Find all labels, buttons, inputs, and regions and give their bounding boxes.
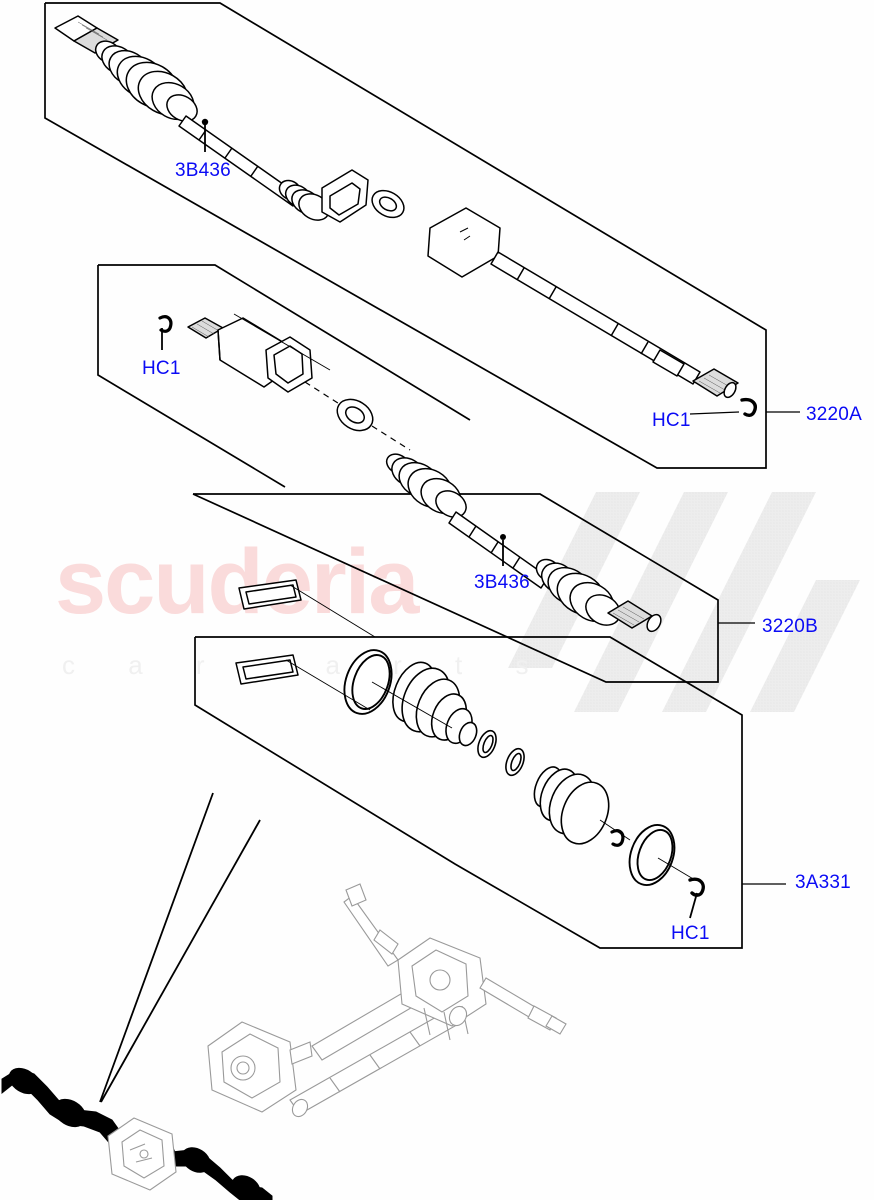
callout-3A331[interactable]: 3A331 (795, 872, 851, 893)
part-cv-boot-small (533, 766, 610, 845)
part-retaining-ring-right (628, 824, 676, 886)
leader-HC1-box4 (689, 892, 698, 919)
part-front-axle-shaft-3220B (385, 453, 662, 633)
part-boot-clamp-1 (238, 579, 302, 610)
group-box-3A331 (194, 636, 743, 949)
part-circlip-HC1-right (740, 397, 757, 417)
leader-3B436-box3 (500, 534, 506, 566)
callout-HC1-box1[interactable]: HC1 (652, 410, 691, 431)
part-washer-small-1 (477, 729, 497, 759)
part-front-axle-shaft-3220A (54, 15, 739, 399)
part-washer-small-2 (505, 747, 525, 777)
callout-HC1-box4[interactable]: HC1 (671, 923, 710, 944)
callout-3220B[interactable]: 3220B (762, 616, 818, 637)
leader-thin-box2 (233, 313, 331, 371)
callout-3B436-box1[interactable]: 3B436 (175, 160, 231, 181)
part-retaining-ring-large (343, 649, 393, 715)
group-box-3220A (44, 2, 767, 469)
assembly-axis-box2 (304, 381, 411, 451)
group-box-HC1-inner (97, 264, 471, 488)
part-inner-cv-joint-HC1 (187, 317, 374, 432)
watermark-scuderia: scuderia (55, 531, 419, 633)
callout-HC1-box2[interactable]: HC1 (142, 358, 181, 379)
leader-HC1-right (689, 411, 740, 415)
callout-3220A[interactable]: 3220A (806, 404, 862, 425)
connector-lines-to-vehicle (99, 792, 261, 1103)
callout-3B436-box3[interactable]: 3B436 (474, 572, 530, 593)
part-circlip-HC1-box2 (158, 315, 173, 333)
part-boot-clamp-2 (235, 654, 299, 685)
part-cv-boot-large (392, 661, 478, 747)
part-circlip-mid-box4 (610, 829, 625, 847)
leader-thin-box4 (285, 584, 696, 881)
vehicle-front-differential (107, 1117, 177, 1191)
group-box-3220B (192, 493, 719, 683)
part-circlip-HC1-box4 (688, 877, 705, 897)
vehicle-driveline-overview (207, 883, 567, 1118)
leader-3B436-box1 (201, 118, 209, 152)
